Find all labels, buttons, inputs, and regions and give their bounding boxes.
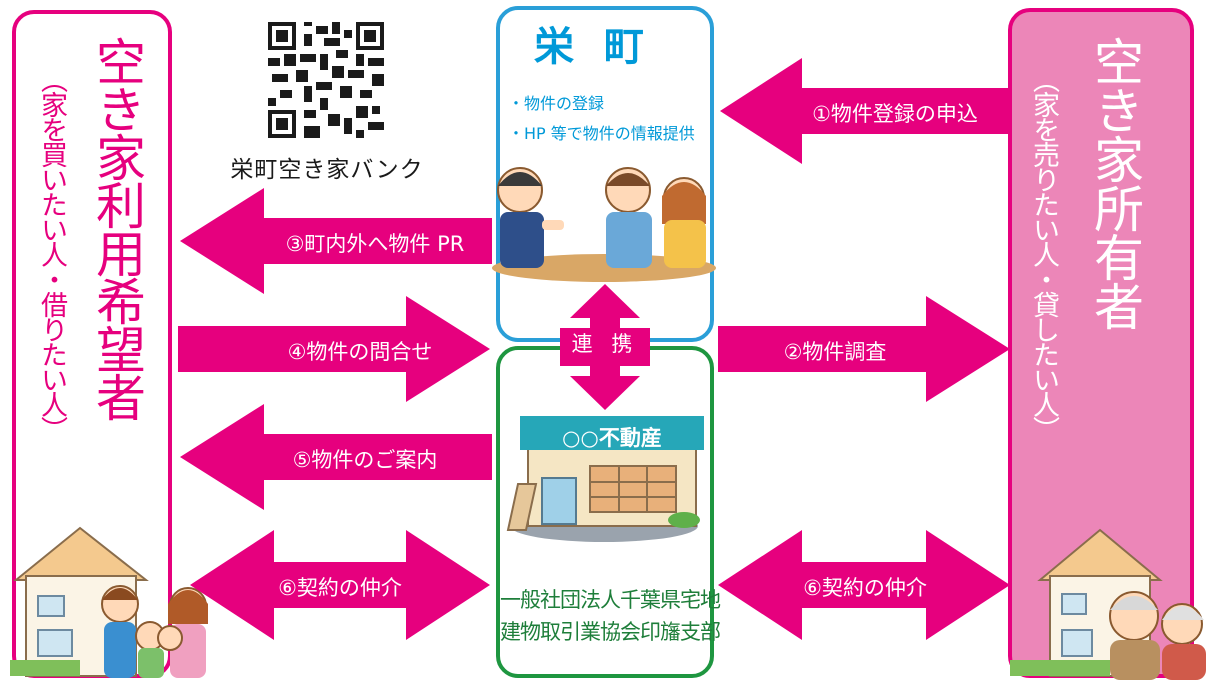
town-bullet-2: ・HP 等で物件の情報提供 xyxy=(508,124,695,143)
arrow-application xyxy=(720,58,1010,164)
arrow-inquiry xyxy=(178,296,490,402)
link-label: 連 携 xyxy=(571,332,639,356)
arrow-inquiry-label: ④物件の問合せ xyxy=(287,340,433,364)
arrow-survey-label: ②物件調査 xyxy=(783,340,887,364)
realtor-shop-illustration xyxy=(506,416,704,542)
arrow-contract-left-label: ⑥契約の仲介 xyxy=(278,576,402,600)
consultation-illustration xyxy=(492,167,716,282)
town-bullet-1: ・物件の登録 xyxy=(508,94,605,113)
realtor-name-line-1: 一般社団法人千葉県宅地 xyxy=(500,588,721,612)
arrow-promotion xyxy=(180,188,492,294)
arrow-contract-right xyxy=(718,530,1010,640)
arrow-application-label: ①物件登録の申込 xyxy=(812,102,978,126)
arrow-contract-left xyxy=(190,530,490,640)
arrow-viewing-label: ⑤物件のご案内 xyxy=(292,448,438,472)
realtor-name-line-2: 建物取引業協会印旛支部 xyxy=(500,620,721,644)
arrow-promotion-label: ③町内外へ物件 PR xyxy=(285,232,465,256)
buyer-family-illustration xyxy=(10,526,208,678)
town-title: 栄 町 xyxy=(534,24,652,70)
buyer-subtitle: （家を買いたい人・借りたい人） xyxy=(36,66,67,441)
owner-elderly-illustration xyxy=(1010,528,1206,680)
qr-code xyxy=(268,22,384,138)
qr-caption: 栄町空き家バンク xyxy=(230,157,424,183)
realtor-sign: ○○不動産 xyxy=(562,426,662,450)
buyer-title: 空き家利用希望者 xyxy=(88,36,146,420)
link-double-arrow xyxy=(560,284,650,410)
arrow-survey xyxy=(718,296,1010,402)
owner-subtitle: （家を売りたい人・貸したい人） xyxy=(1028,66,1059,441)
owner-title: 空き家所有者 xyxy=(1086,36,1144,330)
arrow-viewing xyxy=(180,404,492,510)
arrow-contract-right-label: ⑥契約の仲介 xyxy=(803,576,927,600)
